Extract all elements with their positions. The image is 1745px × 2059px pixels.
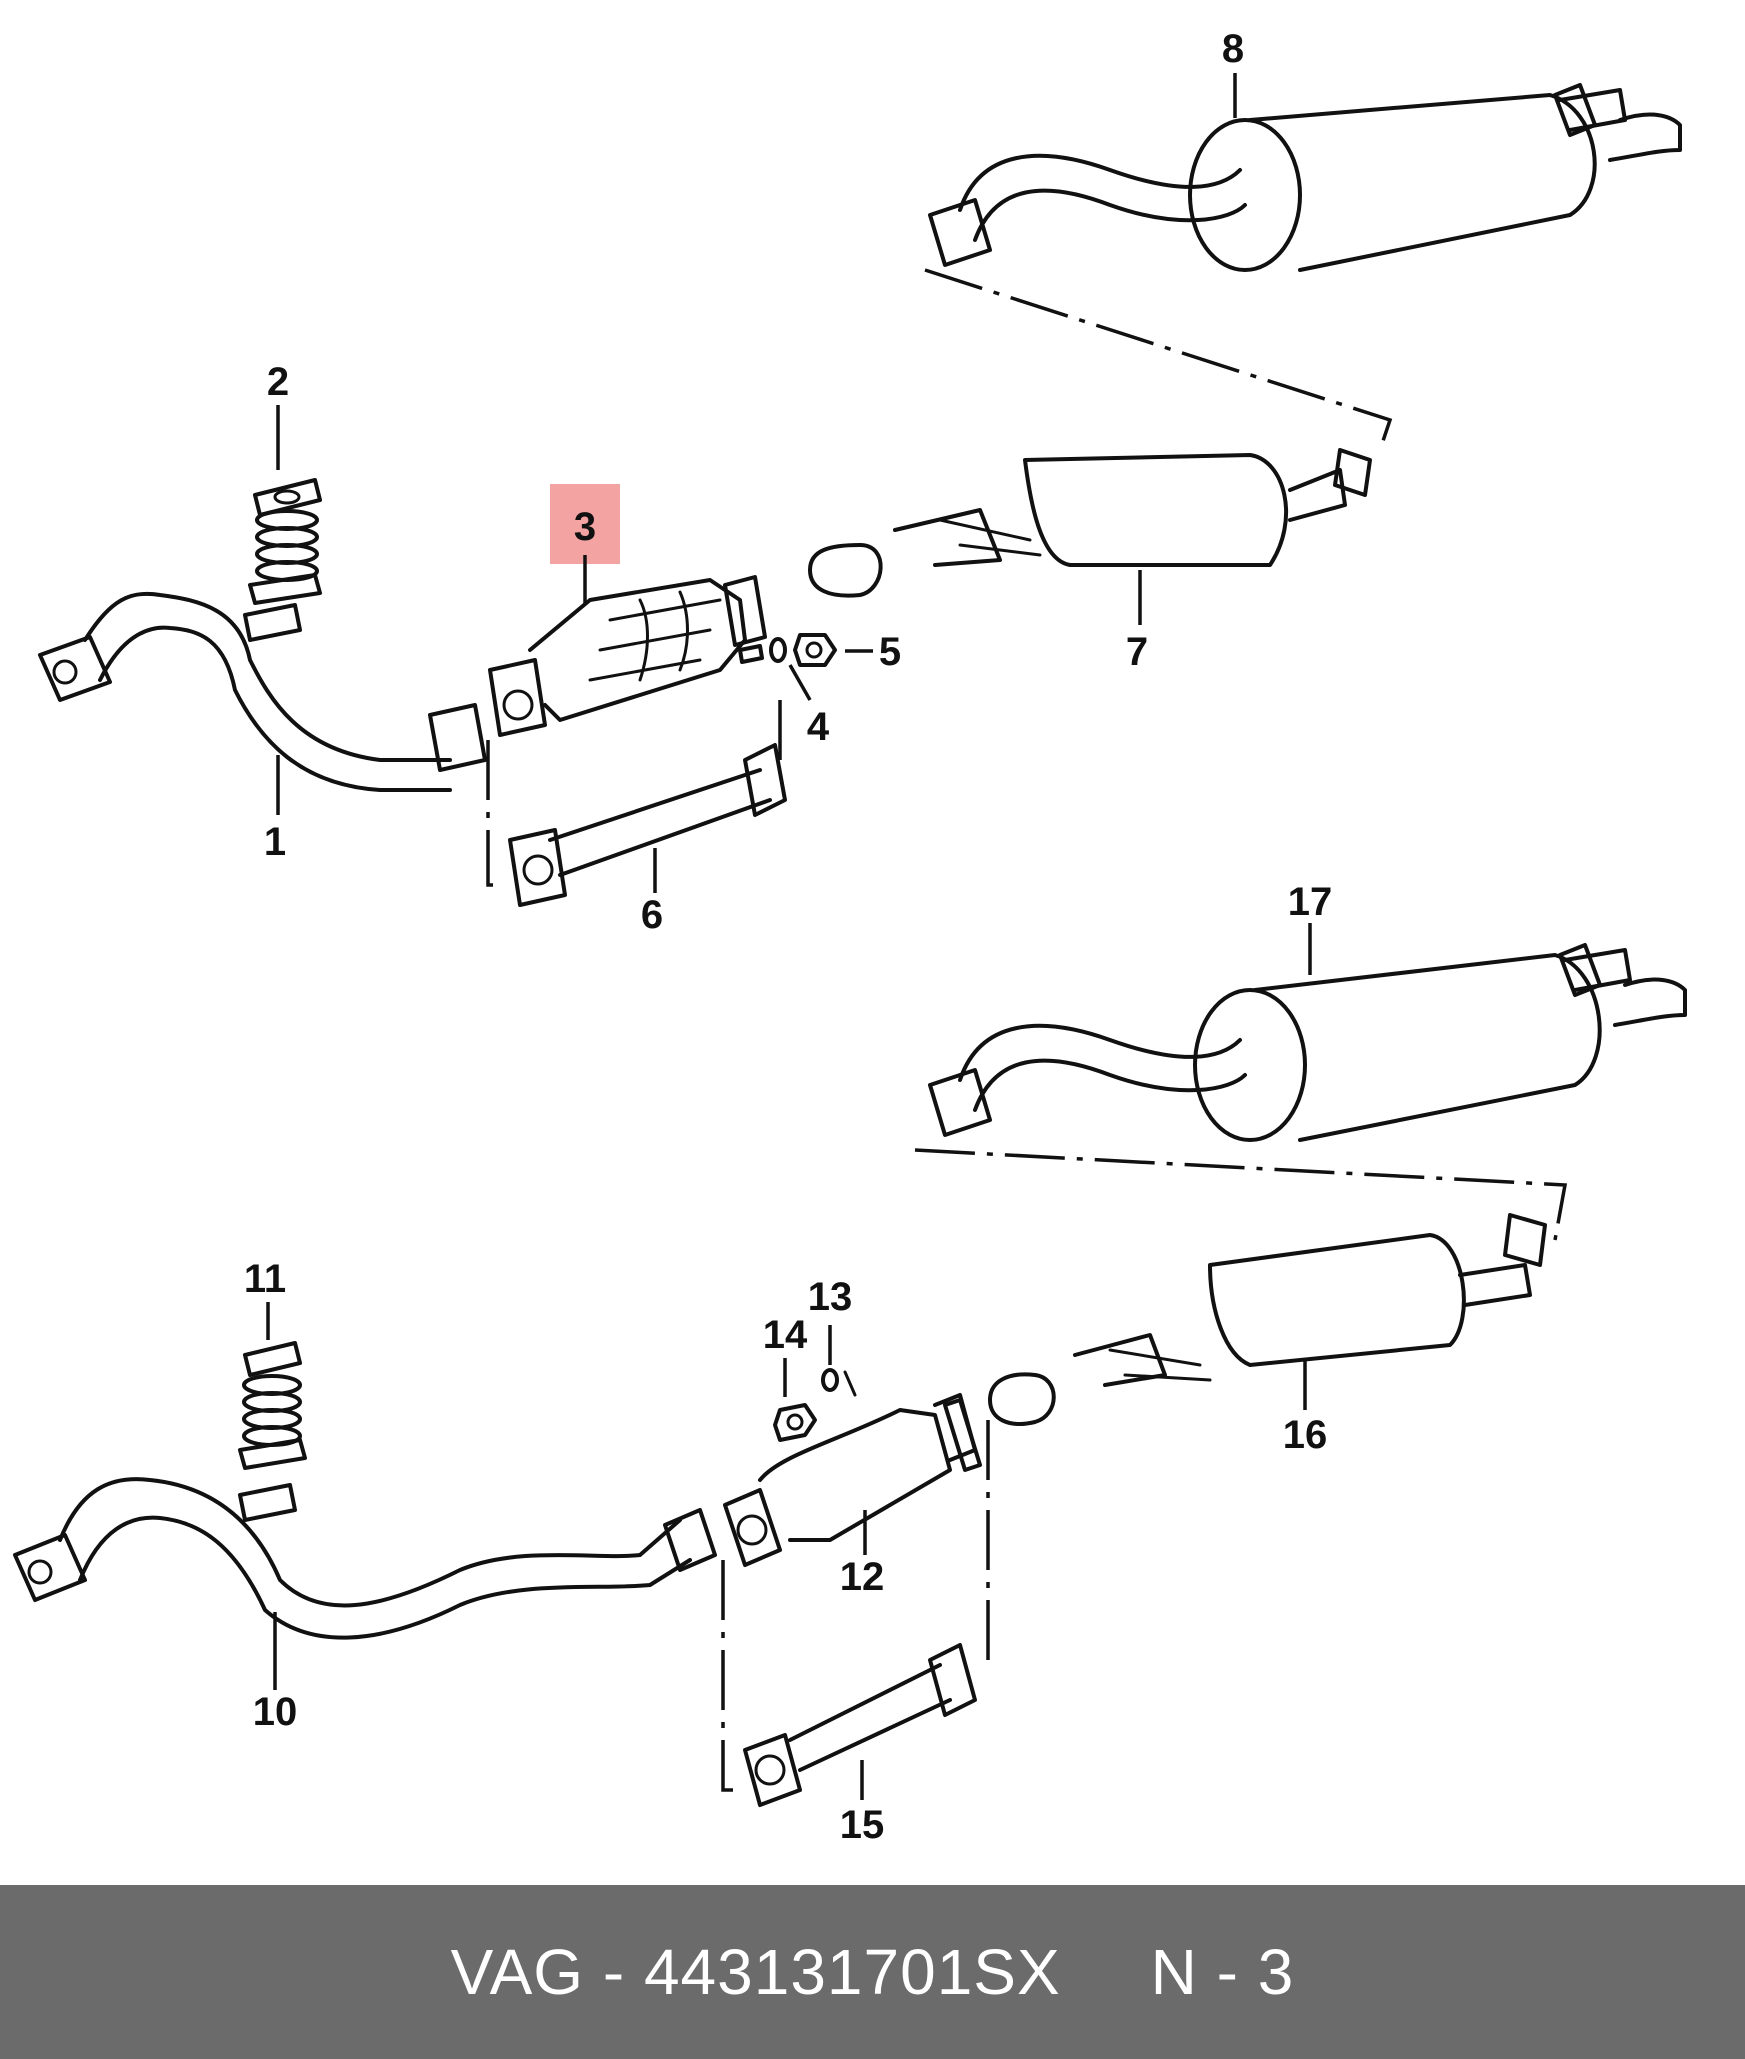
callout-16: 16 <box>1283 1413 1328 1457</box>
part-1-front-pipe <box>38 591 487 792</box>
callout-5: 5 <box>879 630 901 674</box>
callout-6: 6 <box>641 893 663 937</box>
brand-label: VAG <box>450 1936 585 2008</box>
part-8-rear-muffler <box>928 83 1682 272</box>
callout-17: 17 <box>1288 880 1333 924</box>
part-number: 443131701SX <box>643 1936 1061 2008</box>
callout-11: 11 <box>244 1257 286 1301</box>
part-16-center-muffler <box>988 1213 1547 1426</box>
brand-separator: - <box>602 1936 626 2008</box>
part-12-catalytic-converter <box>723 1393 982 1567</box>
callout-3-highlight <box>550 484 620 564</box>
part-4-bolt <box>738 637 787 664</box>
upper-connector-line <box>924 268 1393 451</box>
lower-connector-line <box>914 1148 1568 1241</box>
exhaust-system-diagram: 1 2 3 4 5 6 7 8 10 11 12 13 14 15 16 17 <box>13 27 1687 1847</box>
leader-4 <box>788 664 812 701</box>
position-separator: - <box>1216 1936 1239 2008</box>
part-11-spring-set <box>238 1341 307 1470</box>
callout-14: 14 <box>763 1313 808 1357</box>
callout-15: 15 <box>840 1803 885 1847</box>
callout-3: 3 <box>574 505 596 549</box>
part-10-front-pipe <box>13 1477 717 1640</box>
part-17-rear-muffler <box>928 943 1687 1142</box>
lower-pipe-connector-left <box>721 1560 740 1792</box>
callout-2: 2 <box>267 360 289 404</box>
callout-1: 1 <box>264 820 286 864</box>
callout-4: 4 <box>807 705 830 749</box>
callout-10: 10 <box>253 1690 298 1734</box>
part-3-catalytic-converter <box>488 575 767 737</box>
part-13-bolt <box>821 1368 857 1397</box>
part-5-nut <box>793 633 837 667</box>
position-number: 3 <box>1257 1936 1295 2008</box>
position-label: N <box>1150 1936 1198 2008</box>
callout-13: 13 <box>808 1275 853 1319</box>
part-number-footer: VAG - 443131701SX N - 3 <box>0 1885 1745 2059</box>
part-15-pipe <box>743 1643 977 1807</box>
part-14-nut <box>773 1403 817 1442</box>
part-2-spring-set <box>248 478 322 605</box>
part-6-pipe <box>508 743 787 907</box>
part-7-center-muffler <box>808 448 1372 598</box>
callout-7: 7 <box>1126 630 1148 674</box>
upper-pipe-connector-left <box>486 740 505 887</box>
callout-12: 12 <box>840 1555 885 1599</box>
callout-8: 8 <box>1222 27 1244 71</box>
